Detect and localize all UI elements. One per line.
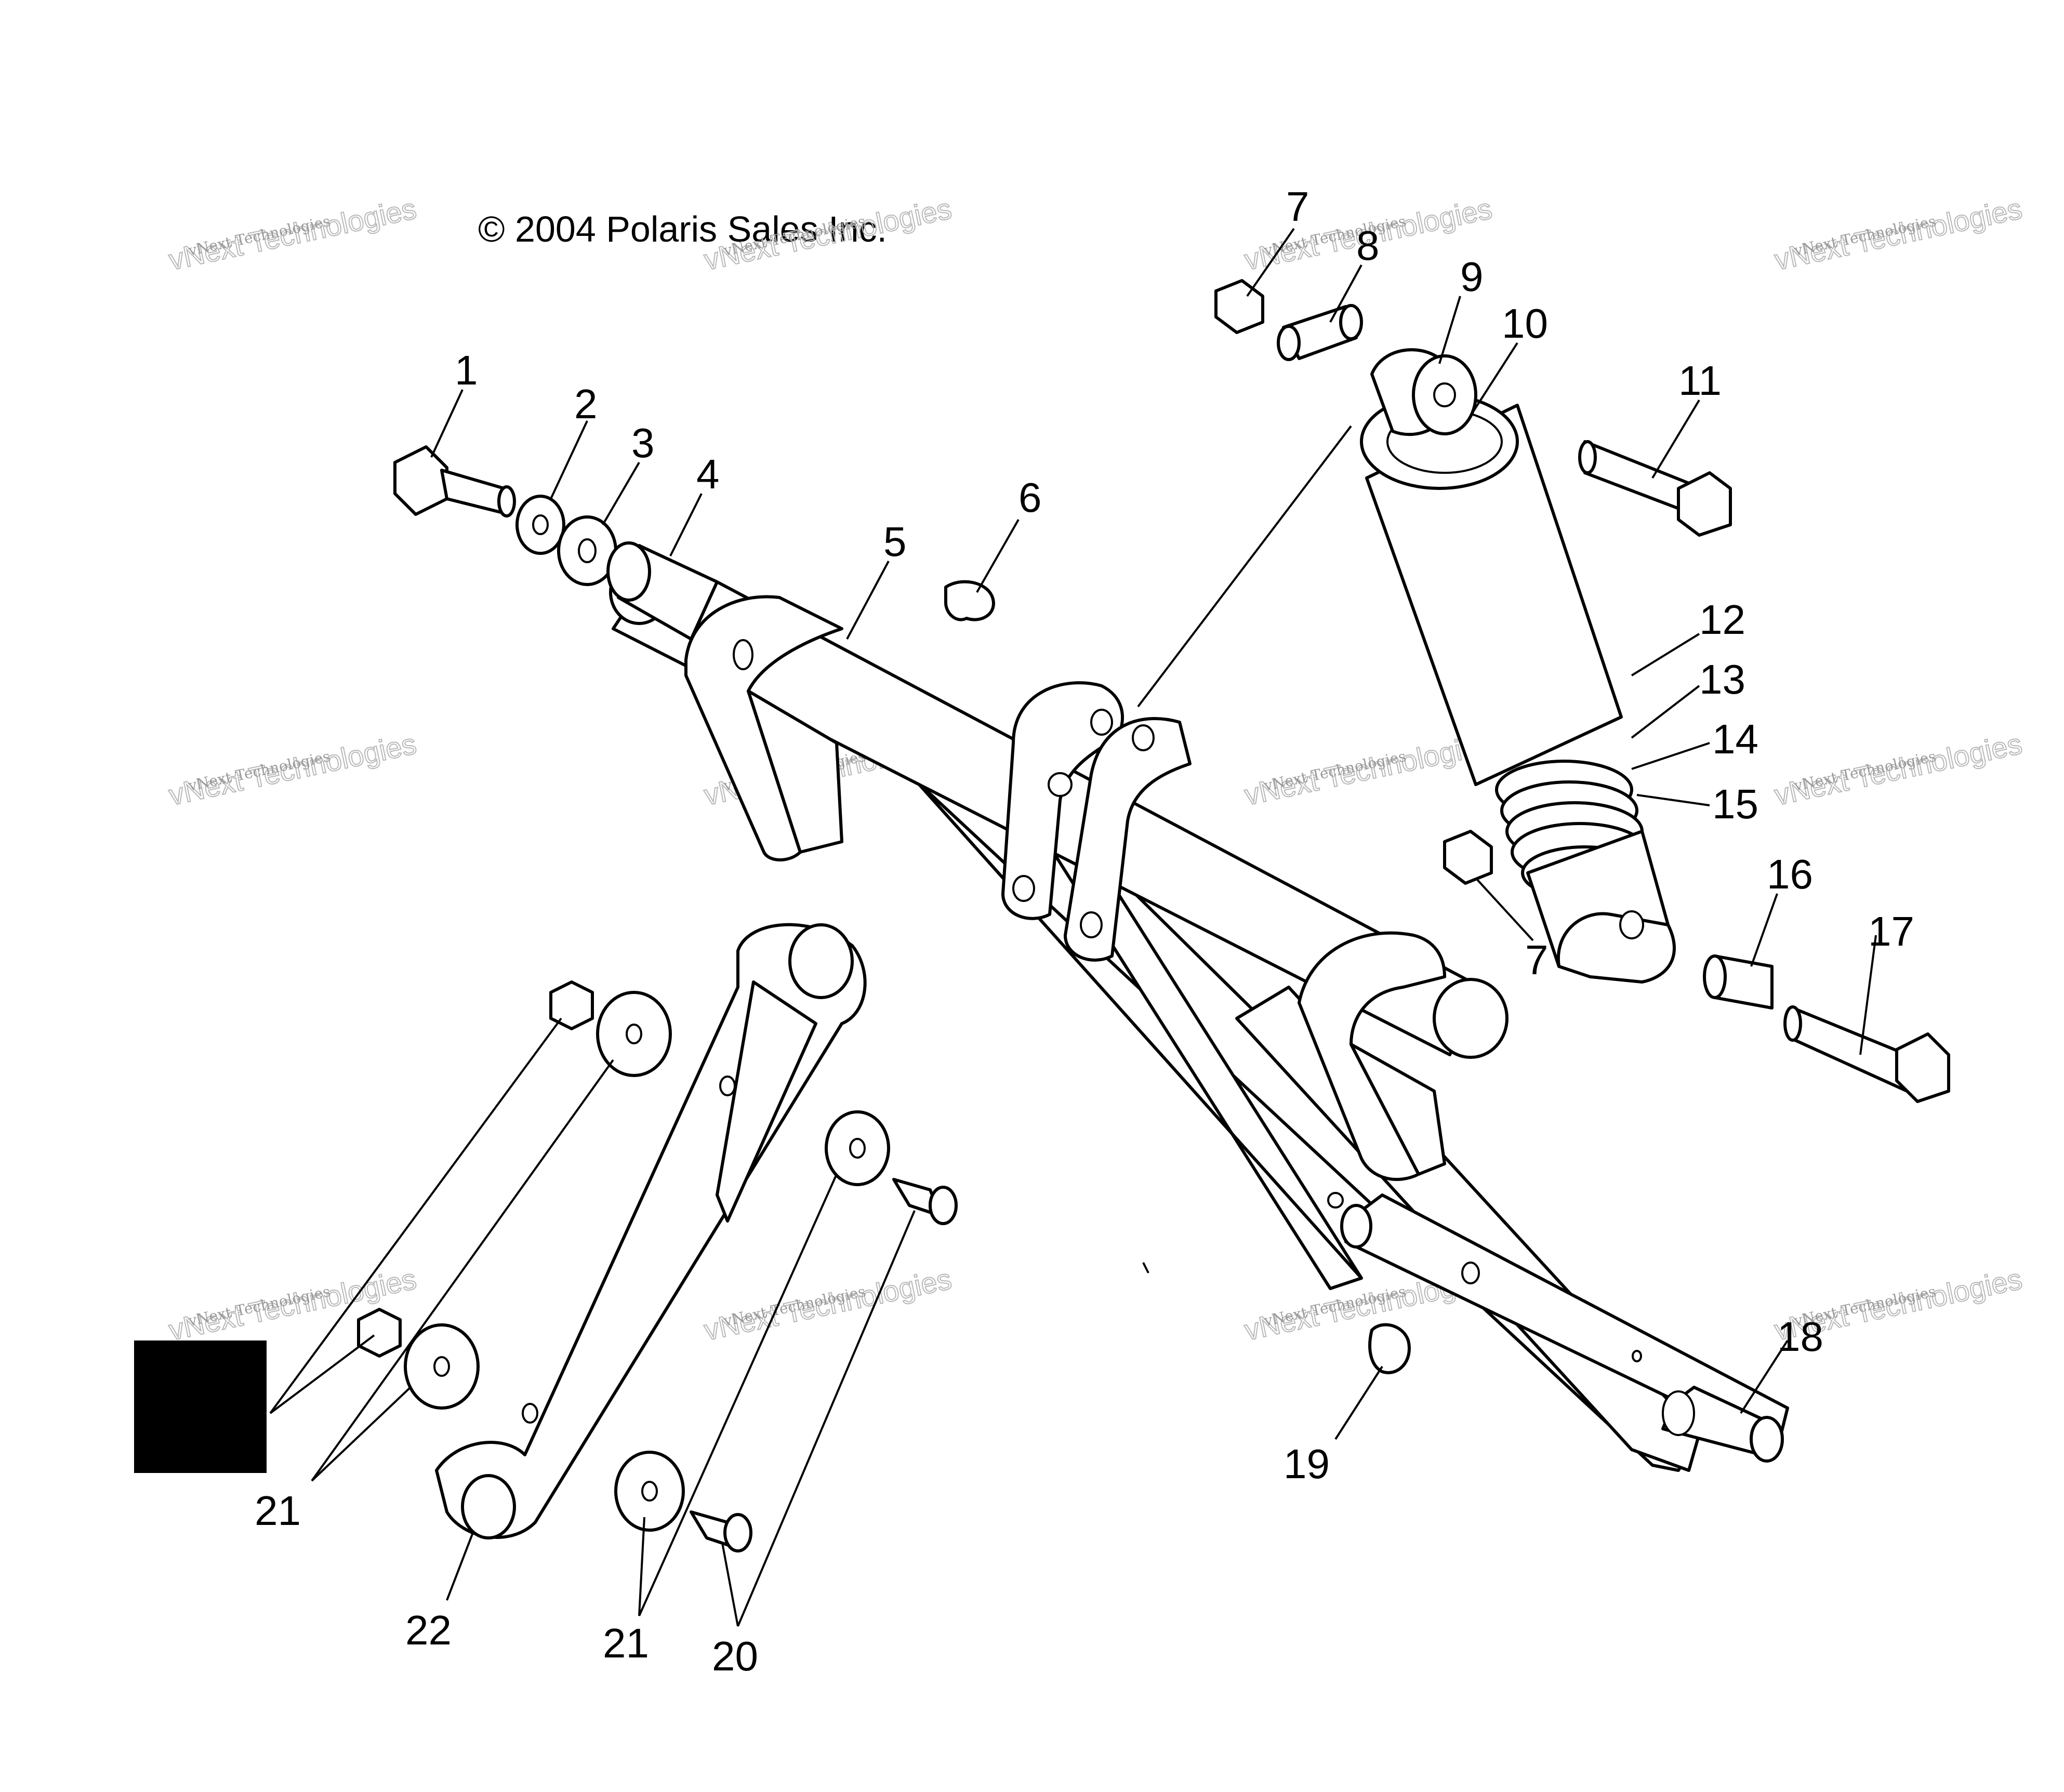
callout-21-lower: 21	[603, 1620, 649, 1666]
link-22	[435, 923, 867, 1539]
callout-3: 3	[631, 420, 655, 466]
bolt-17	[1783, 1005, 1950, 1103]
callout-1: 1	[455, 347, 478, 393]
callout-22: 22	[405, 1607, 452, 1653]
clip-19	[1368, 1323, 1411, 1374]
callout-8: 8	[1356, 222, 1380, 269]
callout-13: 13	[1699, 656, 1745, 702]
watermark: vNext Technologies vNext Technologies	[165, 191, 419, 276]
callout-2: 2	[574, 381, 598, 427]
right-bracket	[1298, 931, 1446, 1181]
left-bracket	[684, 595, 843, 861]
sleeve-8	[1277, 304, 1363, 361]
black-square	[134, 1340, 267, 1473]
washer-21-c	[825, 1110, 890, 1186]
nut-21-upper	[549, 980, 594, 1030]
callout-7-middle: 7	[1525, 937, 1549, 983]
bolt-1	[393, 445, 516, 517]
callout-4: 4	[696, 451, 720, 497]
callout-9: 9	[1460, 254, 1484, 300]
nut-7-top	[1214, 279, 1264, 334]
callout-5: 5	[883, 519, 907, 565]
shock-absorber	[1360, 393, 1676, 984]
callout-16: 16	[1767, 851, 1813, 897]
watermark: vNext Technologies vNext Technologies	[1771, 191, 2025, 276]
washer-21-a	[596, 991, 672, 1077]
callout-labels: 1 2 3 4 5 6 7 7 8 9 10 11 12 13 14 15 16…	[255, 183, 1914, 1679]
copyright-text: © 2004 Polaris Sales Inc.	[478, 209, 887, 249]
nut-21-lower	[357, 1308, 402, 1358]
washer-21-b	[404, 1323, 480, 1410]
callout-10: 10	[1502, 300, 1548, 347]
pin-20-upper	[892, 1178, 958, 1225]
leader-lines	[269, 228, 1877, 1627]
callout-7-top: 7	[1286, 183, 1309, 230]
watermark: vNext Technologies vNext Technologies	[1771, 726, 2025, 812]
callout-6: 6	[1018, 474, 1042, 521]
rear-shaft	[1327, 1192, 1789, 1463]
sleeve-16	[1703, 954, 1774, 1010]
sleeve-4	[606, 541, 719, 641]
washers-2-3	[515, 495, 617, 586]
watermark: vNext Technologies vNext Technologies	[165, 726, 419, 812]
callout-15: 15	[1712, 781, 1758, 827]
clip-6	[944, 580, 995, 621]
pin-20-lower	[690, 1510, 752, 1552]
watermark: vNext Technologies vNext Technologies	[1241, 726, 1495, 812]
nut-7-middle	[1443, 830, 1493, 885]
callout-19: 19	[1284, 1441, 1330, 1487]
callout-20: 20	[712, 1633, 758, 1679]
callout-11: 11	[1678, 357, 1722, 404]
eye-bushing-9	[1370, 348, 1477, 436]
callout-12: 12	[1699, 596, 1745, 643]
bolt-11	[1578, 440, 1732, 537]
callout-21-left: 21	[255, 1488, 301, 1534]
callout-18: 18	[1777, 1313, 1823, 1360]
callout-17: 17	[1868, 908, 1914, 954]
washer-21-d	[614, 1451, 685, 1532]
watermark: vNext Technologies vNext Technologies	[700, 1262, 955, 1347]
center-clamps	[1001, 681, 1192, 962]
callout-14: 14	[1712, 716, 1758, 762]
